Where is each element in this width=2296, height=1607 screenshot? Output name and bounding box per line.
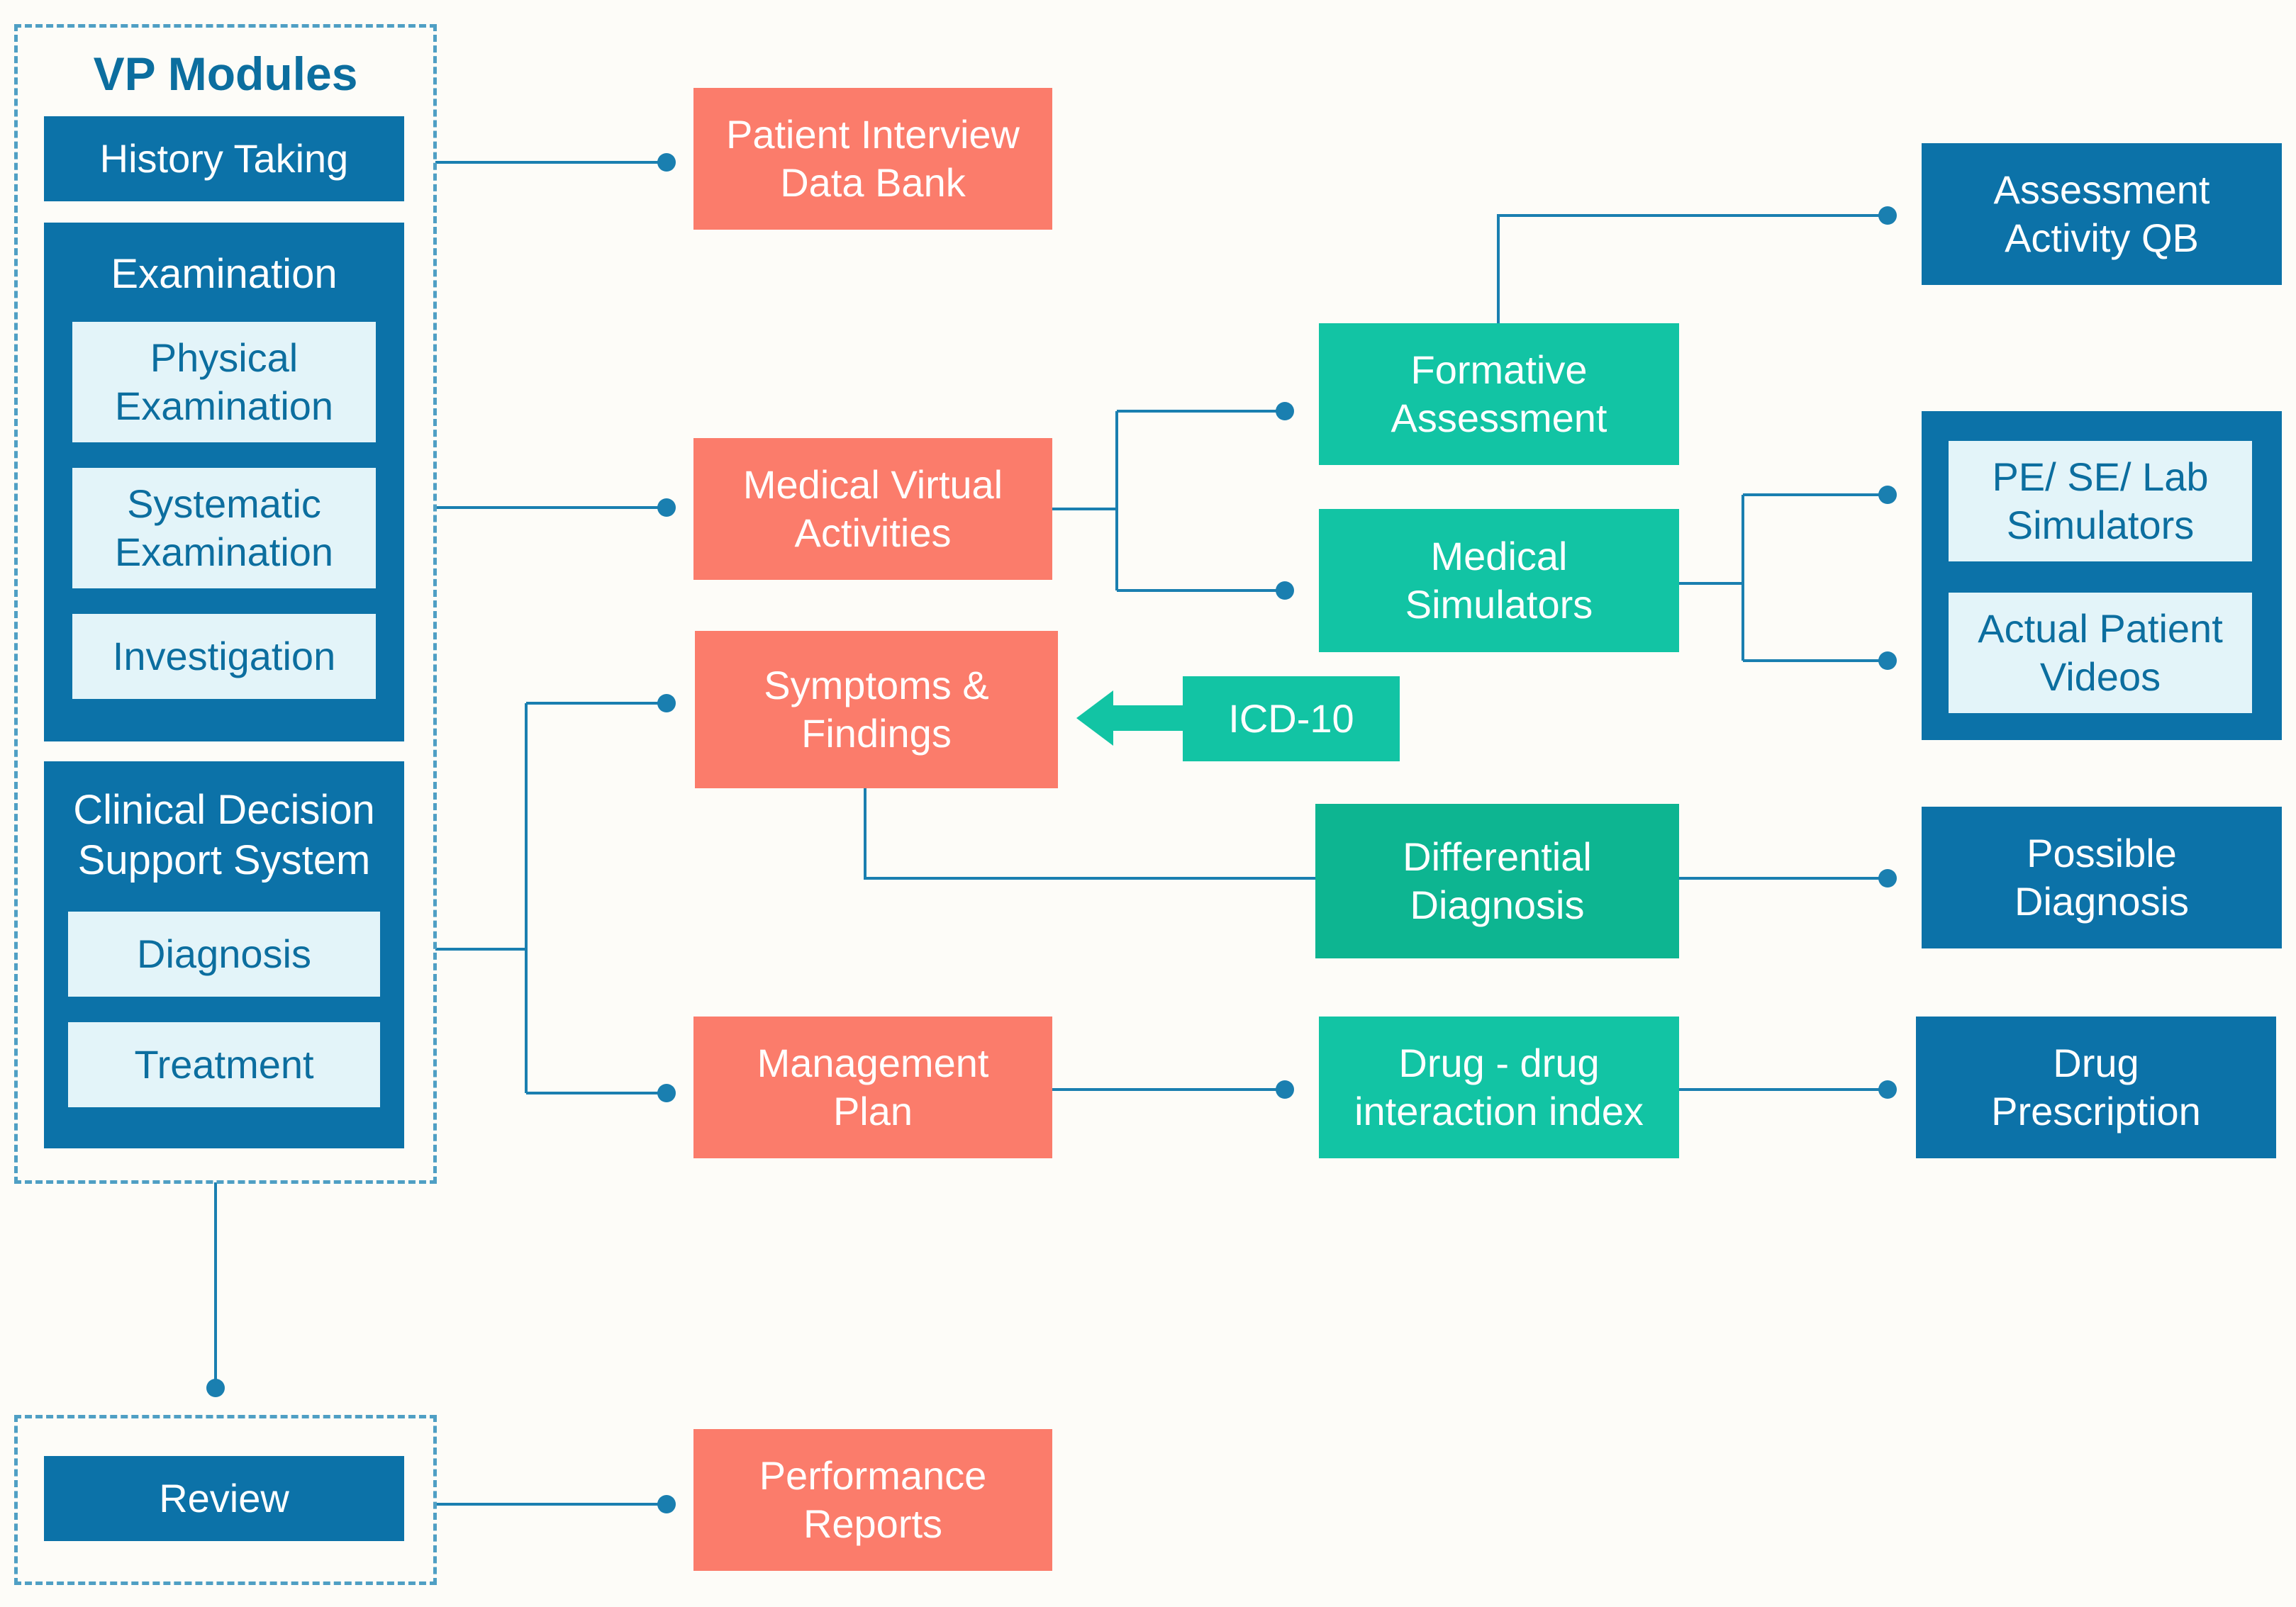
assessment-activity-qb[interactable]: Assessment Activity QB	[1922, 143, 2282, 285]
icd-10[interactable]: ICD-10	[1183, 676, 1400, 761]
connector-dot	[1878, 206, 1897, 225]
connector-dot	[1878, 1080, 1897, 1099]
connector-dot	[206, 1379, 225, 1397]
connector-dot	[657, 498, 676, 517]
connector-virtual-branch	[1052, 410, 1285, 592]
treatment-item[interactable]: Treatment	[68, 1022, 380, 1107]
formative-assessment[interactable]: Formative Assessment	[1319, 323, 1679, 465]
connector-symptoms-to-differential	[864, 788, 1315, 880]
pe-se-lab-simulators[interactable]: PE/ SE/ Lab Simulators	[1949, 441, 2252, 561]
possible-diagnosis[interactable]: Possible Diagnosis	[1922, 807, 2282, 948]
connector-dot	[657, 694, 676, 712]
connector-formative-to-qb	[1497, 214, 1888, 325]
connector-dot	[1878, 869, 1897, 888]
review-module[interactable]: Review	[44, 1456, 404, 1541]
actual-patient-videos[interactable]: Actual Patient Videos	[1949, 593, 2252, 713]
medical-virtual-activities[interactable]: Medical Virtual Activities	[693, 438, 1052, 580]
cdss-label: Clinical Decision Support System	[73, 787, 375, 883]
connector-dot	[657, 1495, 676, 1513]
performance-reports[interactable]: Performance Reports	[693, 1429, 1052, 1571]
connector-dot	[1276, 402, 1294, 420]
physical-examination-item[interactable]: Physical Examination	[72, 322, 376, 442]
systematic-examination-item[interactable]: Systematic Examination	[72, 468, 376, 588]
medical-simulators[interactable]: Medical Simulators	[1319, 509, 1679, 652]
connector-dot	[657, 1084, 676, 1102]
icd-arrow	[1076, 690, 1184, 746]
drug-drug-interaction-index[interactable]: Drug - drug interaction index	[1319, 1017, 1679, 1158]
patient-interview-data-bank[interactable]: Patient Interview Data Bank	[693, 88, 1052, 230]
management-plan[interactable]: Management Plan	[693, 1017, 1052, 1158]
connector-dot	[1878, 486, 1897, 504]
vp-modules-container	[14, 24, 437, 1184]
examination-label: Examination	[111, 251, 338, 297]
connector-dot	[1276, 581, 1294, 600]
symptoms-findings[interactable]: Symptoms & Findings	[695, 631, 1058, 788]
history-taking-module[interactable]: History Taking	[44, 116, 404, 201]
diagnosis-item[interactable]: Diagnosis	[68, 912, 380, 997]
investigation-item[interactable]: Investigation	[72, 614, 376, 699]
differential-diagnosis[interactable]: Differential Diagnosis	[1315, 804, 1679, 958]
connector-simulators-branch	[1679, 493, 1888, 662]
review-container	[14, 1415, 437, 1585]
connector-dot	[1878, 651, 1897, 670]
connector-cdss-branch	[435, 702, 667, 1094]
vp-modules-title: VP Modules	[93, 47, 358, 100]
connector-dot	[657, 153, 676, 172]
drug-prescription[interactable]: Drug Prescription	[1916, 1017, 2276, 1158]
connector-dot	[1276, 1080, 1294, 1099]
